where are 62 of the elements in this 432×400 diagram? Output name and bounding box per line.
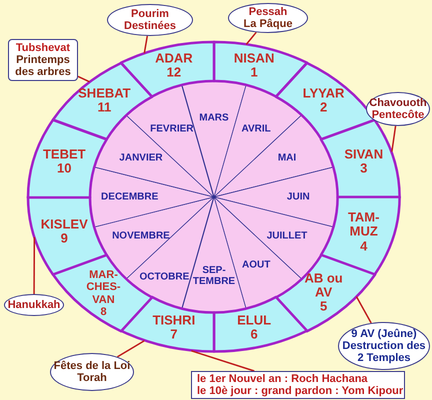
callout-text: Pentecôte xyxy=(372,109,424,122)
month-name: AVRIL xyxy=(242,123,271,134)
month-number: 10 xyxy=(56,162,73,176)
month-name: SIVAN xyxy=(344,148,384,162)
callout-text: Hanukkah xyxy=(8,298,60,312)
callout-text: Pourim xyxy=(131,8,169,20)
month-number: 2 xyxy=(318,101,328,116)
month-name: AB ou AV xyxy=(304,271,344,300)
callout-text: Printemps des arbres xyxy=(14,54,72,78)
month-number: 11 xyxy=(96,101,112,116)
month-name: NOVEMBRE xyxy=(112,230,170,242)
month-number: 1 xyxy=(250,66,259,80)
leader-line xyxy=(33,237,36,294)
month-name: MARS xyxy=(199,112,229,124)
month-number: 8 xyxy=(99,305,108,318)
month-name: AOUT xyxy=(242,260,270,271)
month-number: 3 xyxy=(359,162,368,176)
month-number: 9 xyxy=(60,232,69,246)
callout-text: 9 AV (Jeûne) xyxy=(351,328,417,340)
callout-text: Destinées xyxy=(124,20,176,32)
month-name: MAI xyxy=(278,152,296,164)
month-name: DECEMBRE xyxy=(101,191,158,202)
month-name: JUIN xyxy=(286,191,310,202)
month-name: TISHRI xyxy=(152,314,196,328)
month-name: LYYAR xyxy=(302,86,344,102)
callout-text: Chavouoth xyxy=(369,96,427,109)
callout-text: Pessah xyxy=(248,6,288,18)
month-number: 7 xyxy=(169,328,178,342)
leader-line xyxy=(391,126,396,152)
month-name: SEP-TEMBRE xyxy=(192,264,236,287)
leader-line xyxy=(144,36,148,54)
callout-ellipse xyxy=(4,294,64,316)
callout-text: le 10è jour : grand pardon : Yom Kipour xyxy=(197,385,404,398)
leader-line xyxy=(116,340,145,358)
month-name: KISLEV xyxy=(40,218,88,232)
callout-text: Tubshevat xyxy=(16,42,70,54)
month-name: NISAN xyxy=(234,52,274,66)
month-name: JUILLET xyxy=(266,230,308,242)
month-name: TEBET xyxy=(42,148,86,162)
callout-text: La Pâque xyxy=(244,18,292,30)
month-number: 12 xyxy=(166,66,182,80)
leader-line xyxy=(191,350,254,372)
month-name: SHEBAT xyxy=(78,86,131,102)
month-number: 4 xyxy=(359,239,368,254)
callout-text: Destruction des 2 Temples xyxy=(341,340,427,364)
callout-box xyxy=(8,39,78,81)
callout-text: Fêtes de la Loi Torah xyxy=(52,360,132,384)
month-name: JANVIER xyxy=(119,152,163,164)
callout-box xyxy=(191,371,405,399)
callout-ellipse xyxy=(366,92,430,126)
month-name: ELUL xyxy=(237,314,272,328)
month-name: MAR-CHES-VAN xyxy=(85,269,122,306)
month-name: FEVRIER xyxy=(150,123,194,134)
month-name: OCTOBRE xyxy=(139,272,190,283)
month-number: 5 xyxy=(318,300,328,314)
leader-line xyxy=(356,296,372,324)
leader-line xyxy=(78,76,90,82)
callout-text: le 1er Nouvel an : Roch Hachana xyxy=(197,372,368,385)
month-name: TAM-MUZ xyxy=(346,210,380,240)
month-name: ADAR xyxy=(155,52,193,66)
leader-line xyxy=(246,32,257,45)
month-number: 6 xyxy=(250,328,259,342)
